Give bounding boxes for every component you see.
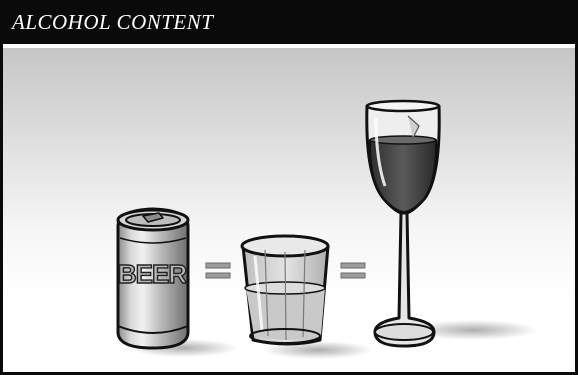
shot-glass-icon: [242, 236, 328, 344]
beer-can-label: BEER: [118, 259, 187, 289]
equals-icon: [206, 263, 230, 278]
wine-glass-icon: [367, 101, 439, 346]
equals-icon-2: [341, 263, 365, 278]
illustration: BEER: [3, 0, 575, 372]
